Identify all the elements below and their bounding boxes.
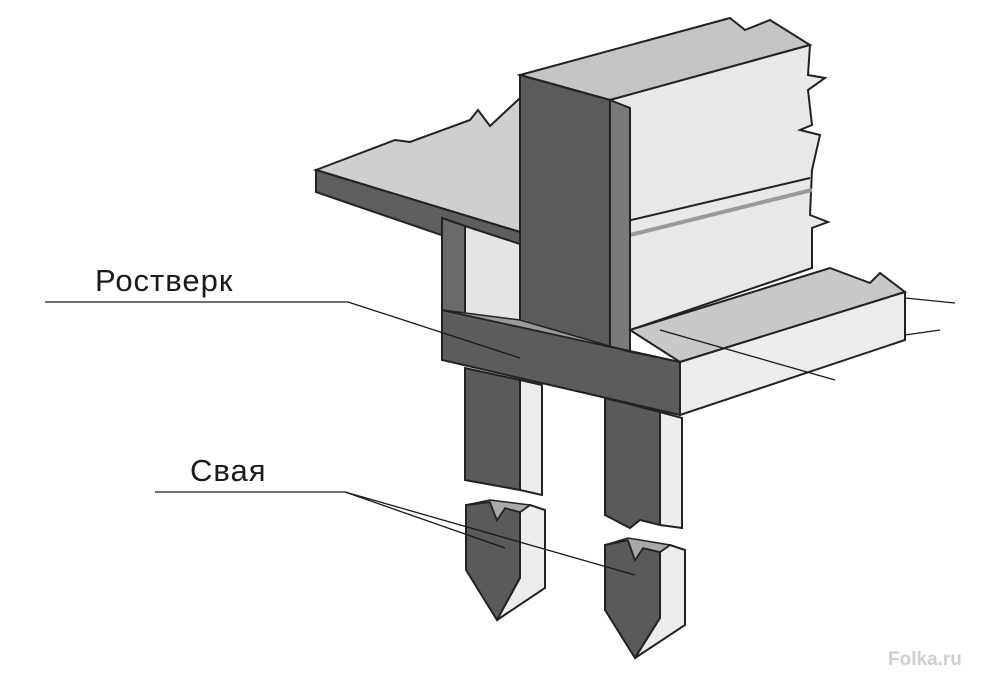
pile-right-lower xyxy=(604,537,686,660)
grillage-beam xyxy=(441,308,681,417)
pile-right-upper xyxy=(604,396,683,530)
rear-column xyxy=(441,216,521,322)
central-column xyxy=(519,73,631,353)
pile-left-upper xyxy=(464,366,543,497)
grillage-label: Ростверк xyxy=(95,263,233,298)
pile-label: Свая xyxy=(190,453,267,488)
watermark: Folka.ru xyxy=(888,649,962,670)
pile-left-lower xyxy=(465,499,546,622)
leader-lines xyxy=(45,297,956,576)
